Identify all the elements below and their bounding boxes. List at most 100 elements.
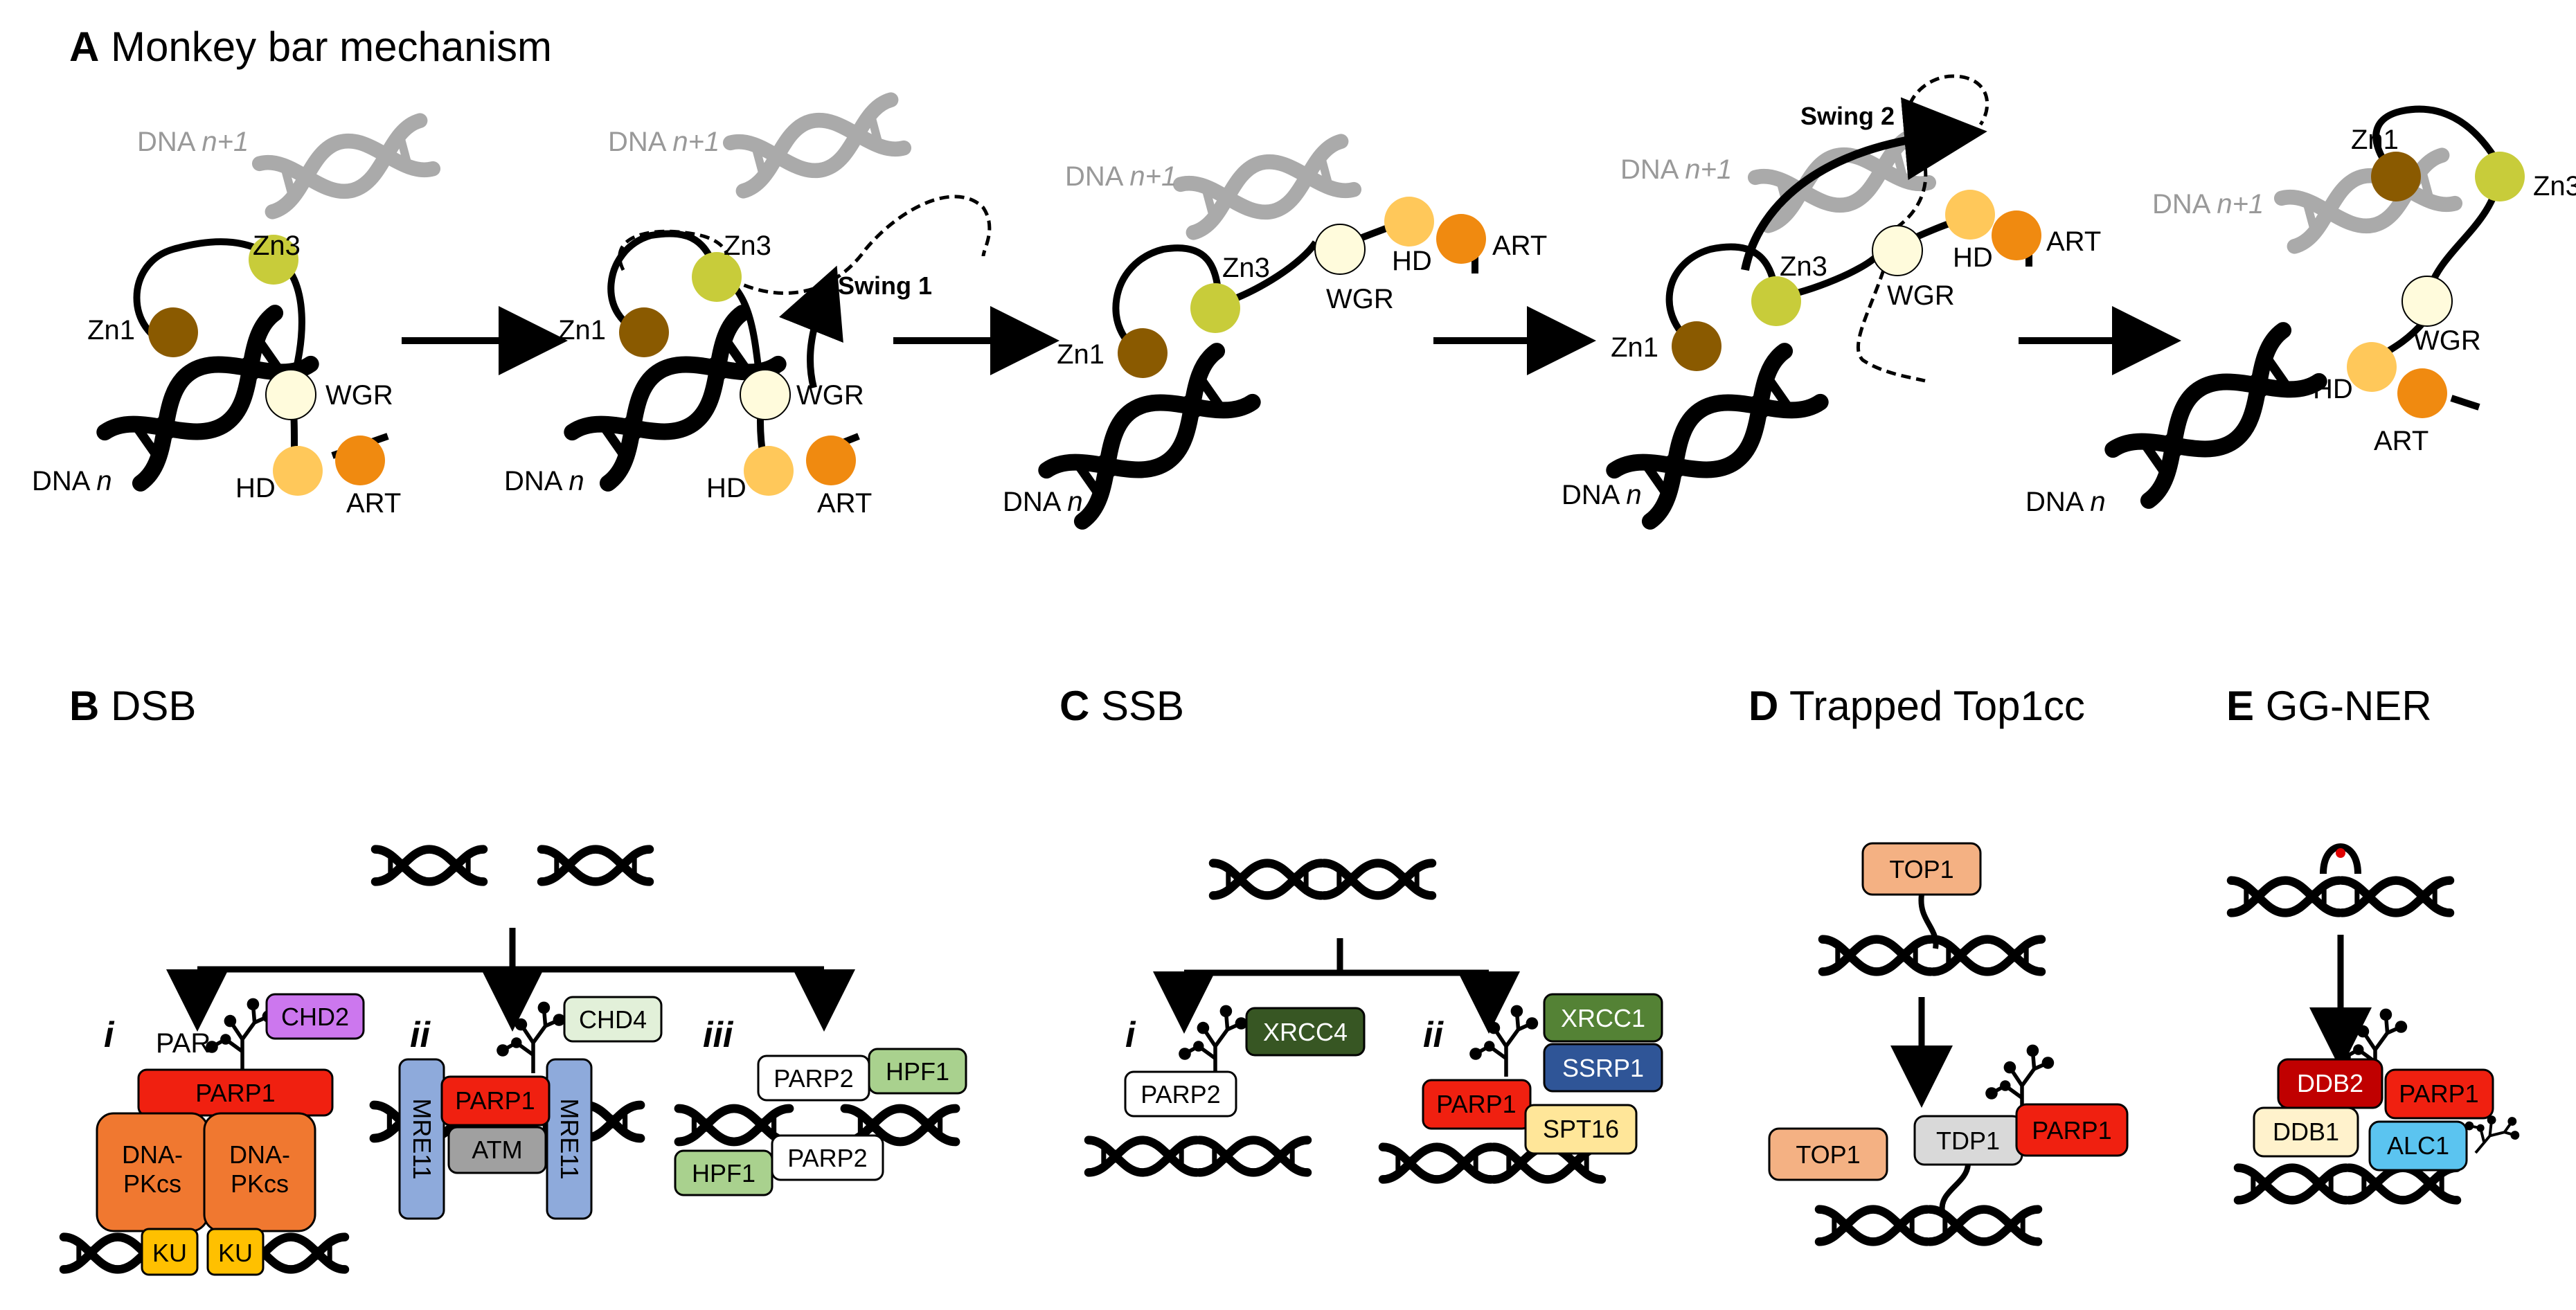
svg-text:TOP1: TOP1 xyxy=(1889,855,1953,883)
panel-d-title: D Trapped Top1cc xyxy=(1748,683,2085,729)
xrcc1-protein xyxy=(1543,993,1663,1043)
svg-text:TOP1: TOP1 xyxy=(1796,1140,1860,1169)
svg-text:CHD2: CHD2 xyxy=(281,1003,349,1031)
dna-helix xyxy=(1819,1210,1927,1242)
art-domain xyxy=(1436,214,1486,264)
dna-n-helix-4 xyxy=(1614,351,1820,521)
hpf1-protein-bottom xyxy=(674,1149,773,1196)
linker xyxy=(133,238,276,350)
svg-text:PARP1: PARP1 xyxy=(455,1086,535,1115)
dna-end-left xyxy=(679,1109,789,1142)
par-label: PAR xyxy=(156,1028,211,1059)
hd-domain xyxy=(1384,197,1434,246)
roman-ii: ii xyxy=(1423,1015,1444,1055)
svg-text:CHD4: CHD4 xyxy=(579,1005,647,1034)
hd-label: HD xyxy=(235,473,276,503)
zn3-label: Zn3 xyxy=(2533,171,2576,201)
dna-n-label: DNA n xyxy=(32,466,112,496)
xrcc4-protein xyxy=(1245,1007,1366,1057)
svg-text:PARP1: PARP1 xyxy=(1436,1090,1516,1118)
dna-helix xyxy=(2342,881,2450,913)
wgr-label: WGR xyxy=(1887,280,1955,311)
dna-n1-helix-3 xyxy=(1181,141,1354,233)
dna-n1-helix-4 xyxy=(1755,134,1929,226)
linker xyxy=(1112,244,1222,357)
art-label: ART xyxy=(346,488,401,519)
par-chain-icon xyxy=(206,998,274,1070)
art-domain xyxy=(2397,368,2447,418)
dna-helix xyxy=(1930,1210,2038,1242)
svg-text:HPF1: HPF1 xyxy=(692,1159,755,1187)
svg-text:XRCC4: XRCC4 xyxy=(1263,1018,1348,1046)
dna-lesion-bulge xyxy=(2320,843,2361,874)
chd2-protein xyxy=(265,993,365,1040)
hd-domain xyxy=(273,446,323,496)
dashed-swing-path xyxy=(1856,269,1926,383)
alc1-protein xyxy=(2368,1120,2468,1172)
ssb-dna xyxy=(1324,863,1432,896)
spt16-protein xyxy=(1524,1104,1638,1155)
dsb-subpanel-iii: iii PARP2 HPF1 PARP2 HPF1 xyxy=(674,1015,967,1196)
dna-helix xyxy=(1089,1140,1197,1173)
dna-n-label: DNA n xyxy=(504,466,584,496)
svg-text:PARP1: PARP1 xyxy=(195,1079,275,1107)
lesion-dot-icon xyxy=(2336,848,2345,858)
dna-helix xyxy=(1823,940,1931,972)
dashed-swing-path xyxy=(618,195,992,295)
dsb-dna-right xyxy=(542,850,650,882)
linker xyxy=(607,230,720,336)
linker xyxy=(2372,105,2503,179)
ssb-subpanel-ii: ii XRCC1 SSRP1 PARP1 SPT16 xyxy=(1383,993,1663,1179)
swing-1-arrow xyxy=(779,265,843,389)
svg-text:PARP1: PARP1 xyxy=(2399,1079,2478,1108)
dna-n1-label: DNA n+1 xyxy=(2152,189,2264,219)
dna-n1-label: DNA n+1 xyxy=(137,127,249,157)
svg-text:ALC1: ALC1 xyxy=(2387,1131,2449,1160)
svg-text:PARP2: PARP2 xyxy=(787,1144,867,1172)
panel-b-title: B DSB xyxy=(69,683,196,729)
ku-protein-left xyxy=(141,1228,199,1276)
parp1-protein xyxy=(1422,1079,1532,1130)
zn1-domain xyxy=(2371,152,2421,201)
ssb-subpanel-i: i XRCC4 PARP2 xyxy=(1089,1005,1366,1173)
wgr-label: WGR xyxy=(796,380,864,411)
swing-2-arrow xyxy=(1741,97,1987,271)
dna-n1-helix-1 xyxy=(260,120,433,212)
atm-protein xyxy=(447,1126,547,1174)
dna-n-label: DNA n xyxy=(1562,480,1642,510)
svg-text:PARP2: PARP2 xyxy=(773,1064,853,1093)
stage-4: Zn1 Zn3 WGR HD ART Swing 2 DNA n DNA n+1 xyxy=(1562,74,2101,521)
wgr-label: WGR xyxy=(1326,284,1394,314)
ku-protein-right xyxy=(206,1228,265,1276)
zn3-label: Zn3 xyxy=(1780,251,1827,282)
svg-text:MRE11: MRE11 xyxy=(555,1098,584,1179)
zn1-domain xyxy=(619,307,669,357)
chd4-protein xyxy=(563,996,663,1043)
svg-text:PKcs: PKcs xyxy=(123,1169,181,1198)
hd-domain xyxy=(2347,342,2397,392)
roman-i: i xyxy=(104,1015,115,1055)
par-chain-icon xyxy=(1469,1005,1538,1077)
dna-helix xyxy=(2238,1168,2346,1201)
wgr-domain xyxy=(740,369,791,420)
ssrp1-protein xyxy=(1543,1043,1663,1093)
mre11-protein-left xyxy=(398,1058,445,1220)
ddb1-protein xyxy=(2253,1106,2359,1158)
zn1-label: Zn1 xyxy=(558,315,606,346)
dsb-dna-left xyxy=(375,850,483,882)
svg-text:PARP2: PARP2 xyxy=(1141,1080,1220,1109)
mre11-protein-right xyxy=(546,1058,593,1220)
svg-text:TDP1: TDP1 xyxy=(1936,1127,2000,1155)
svg-text:XRCC1: XRCC1 xyxy=(1561,1004,1645,1032)
dna-n-label: DNA n xyxy=(1003,487,1083,517)
svg-text:PKcs: PKcs xyxy=(231,1169,289,1198)
zn1-label: Zn1 xyxy=(2351,125,2399,155)
zn3-domain xyxy=(2475,152,2525,201)
wgr-domain xyxy=(1314,224,1366,275)
ssb-dna xyxy=(1213,863,1321,896)
svg-text:KU: KU xyxy=(152,1239,187,1267)
top1-protein-released xyxy=(1768,1127,1888,1181)
linker xyxy=(2450,395,2480,411)
dna-n1-helix-5 xyxy=(2282,155,2455,246)
